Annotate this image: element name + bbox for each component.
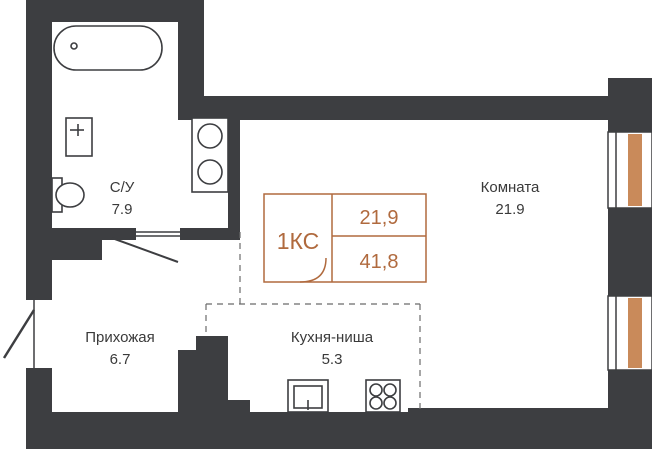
wall-left-upper: [26, 0, 52, 300]
room-name-living: Комната: [481, 179, 540, 196]
wall-column: [178, 336, 228, 412]
window-glass-2: [628, 298, 642, 368]
wall-column-step: [228, 400, 250, 412]
wall-top-main: [178, 96, 608, 120]
room-area-bathroom: 7.9: [112, 201, 133, 218]
windows: [607, 131, 652, 371]
wall-top-bathroom: [26, 0, 204, 22]
total-area-value: 41,8: [360, 251, 399, 273]
zone-lines: [205, 232, 421, 412]
entrance-door-leaf: [2, 309, 36, 359]
room-area-hallway: 6.7: [110, 351, 131, 368]
doors: [2, 231, 180, 368]
dryer-icon: [197, 159, 223, 185]
wall-bottom-thick: [408, 408, 628, 449]
room-name-kitchen: Кухня-ниша: [291, 329, 374, 346]
room-labels: С/У 7.9 Комната 21.9 Прихожая 6.7 Кухня-…: [85, 179, 540, 368]
room-name-bathroom: С/У: [110, 179, 135, 196]
room-area-kitchen: 5.3: [322, 351, 343, 368]
wall-stub-hall: [52, 240, 102, 260]
room-area-living: 21.9: [495, 201, 524, 218]
washing-machine-icon: [197, 123, 223, 149]
toilet-icon: [55, 182, 85, 208]
sink-icon: [65, 117, 93, 157]
window-glass-1: [628, 134, 642, 206]
kitchen-fixtures: [287, 379, 401, 413]
wall-bathroom-bottom-left: [26, 228, 136, 240]
wall-right-mid: [608, 208, 652, 296]
bathtub-icon: [53, 25, 163, 71]
bathroom-door-leaf: [111, 237, 179, 263]
room-name-hallway: Прихожая: [85, 329, 155, 346]
wall-right-top: [608, 78, 652, 132]
apartment-badge: 1КС 21,9 41,8: [263, 193, 427, 283]
walls: [26, 0, 652, 449]
bathroom-fixtures: [51, 25, 229, 213]
living-area-value: 21,9: [360, 207, 399, 229]
wall-bathroom-partition: [228, 118, 240, 230]
apartment-type-label: 1КС: [277, 228, 320, 254]
entrance-door-opening: [26, 300, 52, 368]
badge-frame: [263, 193, 427, 283]
wall-bathroom-bottom-right: [180, 228, 240, 240]
